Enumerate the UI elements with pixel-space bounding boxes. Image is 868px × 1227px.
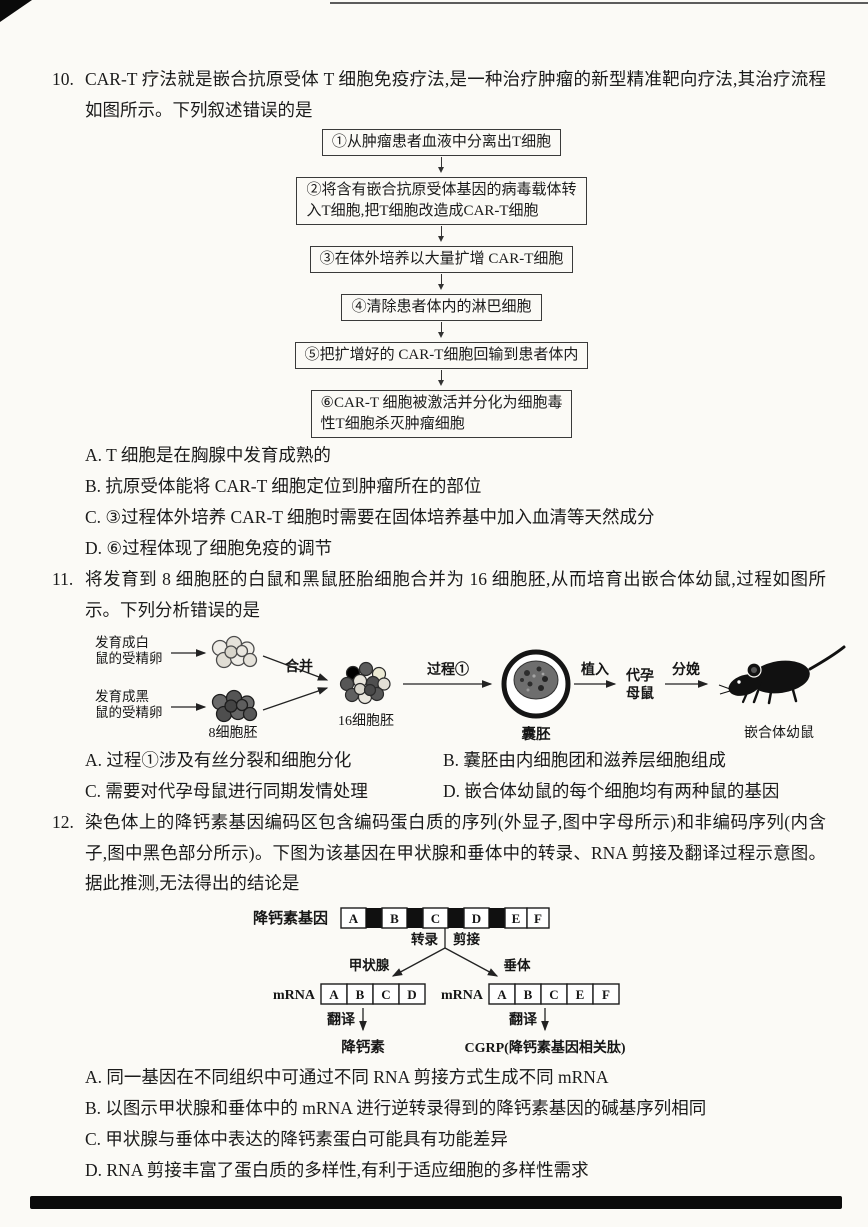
gene-bar: A B C D E F [340,906,550,929]
mouse-illustration [718,645,846,705]
sixteen-cell-embryo-illustration [339,661,391,705]
gene-splicing-diagram: 降钙素基因 A B C [245,902,826,1060]
implant-label: 植入 [580,661,609,678]
page-content: 10. CAR-T 疗法就是嵌合抗原受体 T 细胞免疫疗法,是一种治疗肿瘤的新型… [52,64,846,1186]
blastocyst-illustration [501,649,571,719]
question-10-stem: CAR-T 疗法就是嵌合抗原受体 T 细胞免疫疗法,是一种治疗肿瘤的新型精准靶向… [85,69,826,120]
option-c: C. 需要对代孕母鼠进行同期发情处理 [85,781,368,801]
black-egg-label-line1: 发育成黑 [95,689,149,704]
option-c: C. ③过程体外培养 CAR-T 细胞时需要在固体培养基中加入血清等天然成分 [85,507,655,527]
exon-letter: C [431,911,440,926]
thyroid-label: 甲状腺 [349,957,390,973]
surrogate-label-line1: 代孕 [625,667,654,684]
question-11: 11. 将发育到 8 细胞胚的白鼠和黑鼠胚胎细胞合并为 16 细胞胚,从而培育出… [52,564,846,807]
splicing-label: 剪接 [453,931,480,947]
eight-cell-label: 8细胞胚 [209,725,258,741]
calcitonin-label: 降钙素 [341,1038,385,1056]
branch-thyroid-arrow [391,946,446,977]
sixteen-cell-label: 16细胞胚 [338,713,394,729]
flow-step-1: ①从肿瘤患者血液中分离出T细胞 [321,129,562,156]
exon-letter: E [512,911,521,926]
scan-artifact-bottom-bar [30,1196,842,1209]
option-d: D. 嵌合体幼鼠的每个细胞均有两种鼠的基因 [443,781,780,801]
white-egg-label-line2: 鼠的受精卵 [95,651,163,666]
pituitary-mrna-bar: A B C E F [488,982,620,1005]
mrna-letter: C [549,987,558,1002]
mrna-letter: B [524,987,533,1002]
down-arrow-icon [438,274,444,290]
blastocyst-label: 囊胚 [521,725,551,743]
chimera-diagram: 发育成白 鼠的受精卵 发育成黑 鼠的受精卵 [73,627,846,743]
mrna-label: mRNA [441,988,484,1003]
down-arrow-icon [438,322,444,338]
exon-letter: B [390,911,399,926]
question-12: 12. 染色体上的降钙素基因编码区包含编码蛋白质的序列(外显子,图中字母所示)和… [52,807,826,1186]
option-d: D. RNA 剪接丰富了蛋白质的多样性,有利于适应细胞的多样性需求 [85,1159,589,1180]
merge-label: 合并 [285,658,313,675]
surrogate-label-line2: 母鼠 [626,685,654,702]
question-11-stem: 将发育到 8 细胞胚的白鼠和黑鼠胚胎细胞合并为 16 细胞胚,从而培育出嵌合体幼… [85,569,826,620]
merge-line-bottom [262,687,329,711]
flow-step-5: ⑤把扩增好的 CAR-T细胞回输到患者体内 [294,342,589,369]
chimeric-pup-label: 嵌合体幼鼠 [744,725,814,741]
exon-letter: D [472,911,481,926]
option-b: B. 以图示甲状腺和垂体中的 mRNA 进行逆转录得到的降钙素基因的碱基序列相同 [85,1097,707,1118]
process1-label: 过程① [427,661,469,678]
option-b: B. 抗原受体能将 CAR-T 细胞定位到肿瘤所在的部位 [85,476,482,496]
flow-step-3: ③在体外培养以大量扩增 CAR-T细胞 [309,246,574,273]
option-d: D. ⑥过程体现了细胞免疫的调节 [85,538,333,558]
translation-label: 翻译 [509,1011,538,1028]
merge-line-top [262,655,329,681]
eight-cell-embryo-black-illustration [211,689,258,723]
mrna-letter: D [407,987,416,1002]
exon-letter: F [534,911,542,926]
question-12-stem: 染色体上的降钙素基因编码区包含编码蛋白质的序列(外显子,图中字母所示)和非编码序… [85,812,826,893]
branch-pituitary-arrow [444,946,499,977]
option-c: C. 甲状腺与垂体中表达的降钙素蛋白可能具有功能差异 [85,1128,508,1149]
down-arrow-icon [438,226,444,242]
option-a: A. 同一基因在不同组织中可通过不同 RNA 剪接方式生成不同 mRNA [85,1066,609,1087]
scan-artifact-corner [0,0,32,22]
question-11-options: A. 过程①涉及有丝分裂和细胞分化 B. 囊胚由内细胞团和滋养层细胞组成 C. … [85,745,826,807]
flow-step-2: ②将含有嵌合抗原受体基因的病毒载体转 入T细胞,把T细胞改造成CAR-T细胞 [296,177,587,225]
option-a: A. 过程①涉及有丝分裂和细胞分化 [85,750,352,770]
translation-label: 翻译 [327,1011,356,1028]
question-10-number: 10. [52,69,74,89]
option-a: A. T 细胞是在胸腺中发育成熟的 [85,445,331,465]
exon-letter: A [349,911,359,926]
thyroid-mrna-bar: A B C D [320,982,426,1005]
question-11-number: 11. [52,569,74,589]
gene-label: 降钙素基因 [253,909,328,927]
question-10: 10. CAR-T 疗法就是嵌合抗原受体 T 细胞免疫疗法,是一种治疗肿瘤的新型… [52,64,826,564]
mrna-letter: F [602,987,610,1002]
mrna-letter: E [576,987,585,1002]
chimera-diagram-svg: 发育成白 鼠的受精卵 发育成黑 鼠的受精卵 [95,635,846,743]
option-b: B. 囊胚由内细胞团和滋养层细胞组成 [443,750,726,770]
birth-label: 分娩 [672,661,700,678]
car-t-flowchart: ①从肿瘤患者血液中分离出T细胞 ②将含有嵌合抗原受体基因的病毒载体转 入T细胞,… [57,129,826,438]
black-egg-label-line2: 鼠的受精卵 [95,705,163,720]
flow-step-6: ⑥CAR-T 细胞被激活并分化为细胞毒 性T细胞杀灭肿瘤细胞 [310,390,573,438]
question-10-options: A. T 细胞是在胸腺中发育成熟的 B. 抗原受体能将 CAR-T 细胞定位到肿… [85,440,826,564]
question-12-options: A. 同一基因在不同组织中可通过不同 RNA 剪接方式生成不同 mRNA B. … [85,1062,826,1186]
mrna-letter: C [381,987,390,1002]
flow-step-4: ④清除患者体内的淋巴细胞 [341,294,542,321]
gene-splicing-diagram-svg: 降钙素基因 A B C [253,906,626,1056]
white-egg-label-line1: 发育成白 [95,635,149,650]
eight-cell-embryo-white-illustration [211,635,258,669]
scan-artifact-topline [330,2,868,4]
question-12-number: 12. [52,812,74,832]
mrna-letter: A [329,987,339,1002]
transcription-label: 转录 [411,931,438,947]
mrna-label: mRNA [273,988,316,1003]
cgrp-label: CGRP(降钙素基因相关肽) [465,1039,626,1056]
down-arrow-icon [438,157,444,173]
pituitary-label: 垂体 [504,957,532,973]
down-arrow-icon [438,370,444,386]
mrna-letter: A [497,987,507,1002]
mrna-letter: B [356,987,365,1002]
